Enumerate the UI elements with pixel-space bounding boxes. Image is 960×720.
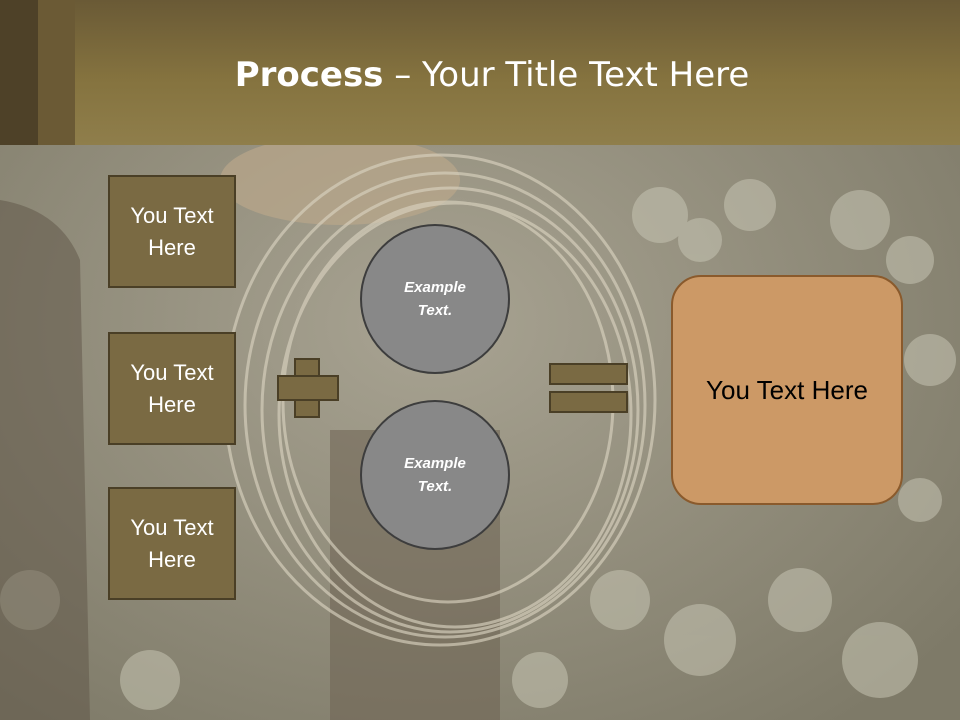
example-circle-1[interactable]: Example Text. — [360, 224, 510, 374]
result-label: You Text Here — [706, 374, 868, 405]
equals-icon-bottom-bar — [549, 391, 628, 413]
example-circle-2[interactable]: Example Text. — [360, 400, 510, 550]
example-line2: Text. — [417, 302, 453, 319]
example-circle-text: Example Text. — [404, 452, 466, 498]
title-rest: – Your Title Text Here — [383, 55, 750, 95]
example-line2: Text. — [417, 478, 453, 495]
slide-title[interactable]: Process – Your Title Text Here — [0, 52, 960, 98]
plus-icon-center — [296, 377, 318, 399]
example-circle-text: Example Text. — [404, 276, 466, 322]
header-accent-mid — [38, 0, 75, 145]
title-bold: Process — [234, 55, 384, 95]
example-line1: Example — [404, 455, 466, 472]
equals-icon-top-bar — [549, 363, 628, 385]
result-box[interactable]: You Text Here — [671, 275, 903, 505]
header-accent-dark — [0, 0, 38, 145]
title-bar — [0, 0, 960, 145]
example-line1: Example — [404, 279, 466, 296]
